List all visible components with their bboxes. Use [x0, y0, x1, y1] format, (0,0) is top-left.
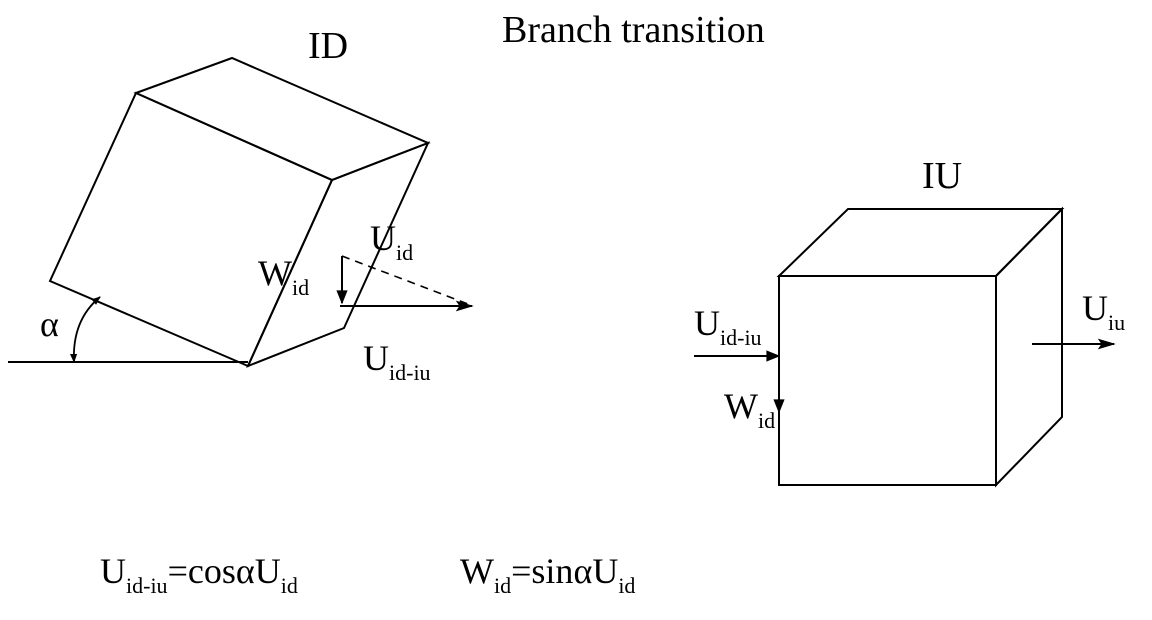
iu-block: [776, 206, 1065, 488]
iu-u-iu-label: Uiu: [1082, 288, 1125, 335]
id-block-front-face: [48, 91, 334, 368]
id-block-side-face: [246, 141, 430, 368]
iu-u-id-iu-label: Uid-iu: [694, 303, 762, 350]
id-block-top-face: [133, 56, 431, 182]
equation-w-id: Wid=sinαUid: [460, 551, 635, 598]
u-id-dashed-vector: [341, 255, 469, 305]
id-block: [48, 56, 431, 368]
iu-block-top-face: [776, 208, 1065, 277]
iu-block-front-face: [778, 275, 997, 486]
w-id-label: Wid: [258, 253, 309, 300]
iu-block-side-face: [995, 206, 1063, 488]
iu-w-id-label: Wid: [724, 386, 775, 433]
angle-arc: [70, 296, 101, 363]
iu-block-label: IU: [922, 155, 962, 197]
u-id-iu-label: Uid-iu: [363, 338, 431, 385]
diagram-title: Branch transition: [502, 9, 765, 51]
equation-u-id-iu: Uid-iu=cosαUid: [100, 551, 298, 598]
u-id-label: Uid: [370, 218, 413, 265]
id-block-label: ID: [308, 25, 348, 67]
angle-alpha-label: α: [40, 304, 59, 344]
